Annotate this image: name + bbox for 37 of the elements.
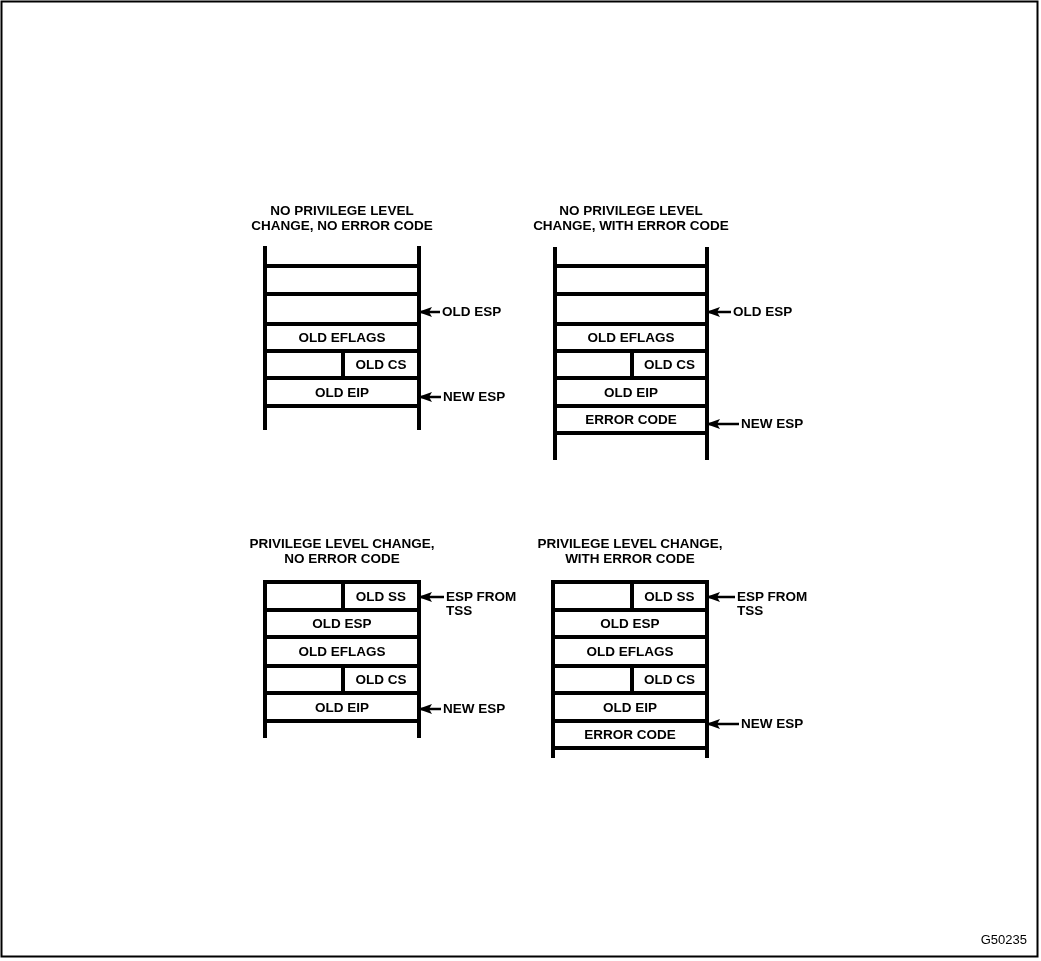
stack-slot: OLD EIP — [553, 693, 707, 721]
stack-slot: OLD EFLAGS — [555, 324, 707, 351]
stack-title: PRIVILEGE LEVEL CHANGE, NO ERROR CODE — [248, 536, 436, 566]
empty-stack-slot — [265, 294, 419, 324]
pointer-arrow — [706, 307, 731, 317]
pointer-label: NEW ESP — [443, 390, 521, 404]
stack-slot: OLD CS — [632, 666, 707, 693]
pointer-arrow — [418, 704, 441, 714]
stack-slot: OLD CS — [343, 351, 419, 378]
empty-stack-slot — [555, 294, 707, 324]
stack-slot: OLD EFLAGS — [265, 637, 419, 666]
pointer-label: NEW ESP — [443, 702, 521, 716]
figure-number: G50235 — [980, 932, 1027, 947]
stack-slot: OLD CS — [632, 351, 707, 378]
pointer-arrow — [418, 592, 444, 602]
pointer-label: OLD ESP — [442, 305, 520, 319]
pointer-arrow — [706, 592, 735, 602]
pointer-label: ESP FROM TSS — [737, 590, 815, 618]
pointer-label: ESP FROM TSS — [446, 590, 524, 618]
stack-slot: OLD SS — [343, 582, 419, 610]
stack-title: NO PRIVILEGE LEVEL CHANGE, NO ERROR CODE — [250, 203, 434, 233]
pointer-arrow — [418, 392, 441, 402]
pointer-label: NEW ESP — [741, 717, 819, 731]
pointer-arrow — [418, 307, 440, 317]
pointer-label: OLD ESP — [733, 305, 811, 319]
stack-slot: OLD CS — [343, 666, 419, 693]
stack-slot: OLD SS — [632, 582, 707, 610]
pointer-label: NEW ESP — [741, 417, 819, 431]
stack-slot: OLD EFLAGS — [265, 324, 419, 351]
stack-slot: OLD ESP — [265, 610, 419, 637]
stack-slot: OLD EIP — [555, 378, 707, 406]
stack-slot: OLD EFLAGS — [553, 637, 707, 666]
pointer-arrow — [706, 719, 739, 729]
stack-title: NO PRIVILEGE LEVEL CHANGE, WITH ERROR CODE — [533, 203, 729, 233]
pointer-arrow — [706, 419, 739, 429]
stack-title: PRIVILEGE LEVEL CHANGE, WITH ERROR CODE — [536, 536, 724, 566]
stack-slot: OLD ESP — [553, 610, 707, 637]
